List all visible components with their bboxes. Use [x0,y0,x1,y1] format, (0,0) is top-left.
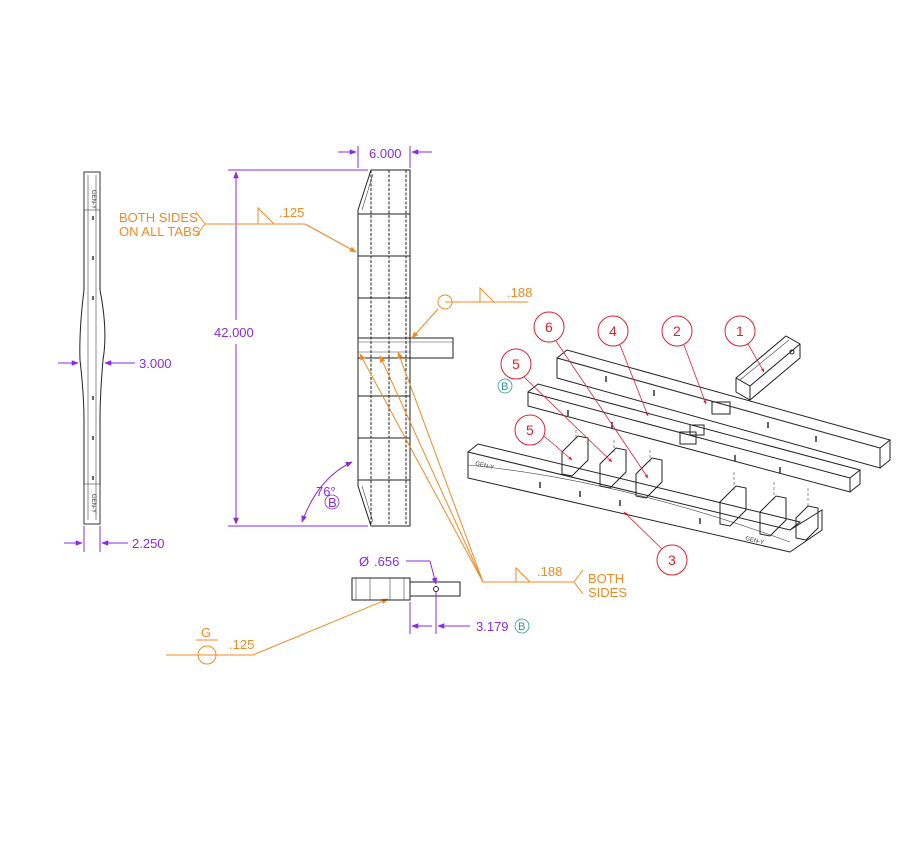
balloon-1: 1 [724,315,765,373]
weld-top-size: .125 [279,205,304,220]
weld-ground-letter: G [201,625,211,640]
diameter-symbol: Ø [359,554,369,569]
weld-tube-size: .188 [507,285,532,300]
front-view: 6.000 42.000 76° B [214,146,454,527]
datum-b-angle: B [328,495,337,510]
isometric-view: GEN-Y GEN-Y 1 2 3 [467,311,892,576]
weld-top-note-1: BOTH SIDES [119,210,198,225]
datum-b-iso: B [501,381,508,393]
balloon-4: 4 [597,315,649,417]
dim-hole-dia: .656 [374,554,399,569]
svg-text:GEN-Y: GEN-Y [90,190,96,209]
balloon-5-lower: 5 [514,414,573,461]
weld-tabs-size: .188 [537,564,562,579]
dim-side-width: 2.250 [132,536,165,551]
weld-tabs-note-1: BOTH [588,571,624,586]
dim-offset: 3.179 [476,619,509,634]
svg-text:GEN-Y: GEN-Y [745,536,765,546]
balloon-2: 2 [661,315,707,405]
balloon-6: 6 [533,311,649,479]
svg-text:3: 3 [668,552,676,568]
svg-text:6: 6 [545,319,553,335]
datum-b-offset: B [518,621,525,633]
side-view: GEN-Y GEN-Y 3.000 2.250 [58,171,172,552]
svg-text:1: 1 [736,323,744,339]
svg-text:5: 5 [526,422,534,438]
dim-width-top: 6.000 [369,146,402,161]
weld-ground-size: .125 [229,637,254,652]
bottom-view: 3.179 B Ø .656 [351,554,530,634]
dim-height-main: 42.000 [214,325,254,340]
balloon-5-upper: 5 B [497,348,613,463]
svg-text:GEN-Y: GEN-Y [475,461,495,471]
svg-text:GEN-Y: GEN-Y [90,494,96,513]
weld-tabs-note-2: SIDES [588,585,627,600]
balloon-3: 3 [623,511,688,576]
svg-text:2: 2 [673,323,681,339]
svg-text:5: 5 [512,356,520,372]
weld-callouts: .125 BOTH SIDES ON ALL TABS .188 .188 BO… [119,205,627,665]
weld-top-note-2: ON ALL TABS [119,224,201,239]
svg-text:4: 4 [609,323,617,339]
dim-side-depth: 3.000 [139,356,172,371]
